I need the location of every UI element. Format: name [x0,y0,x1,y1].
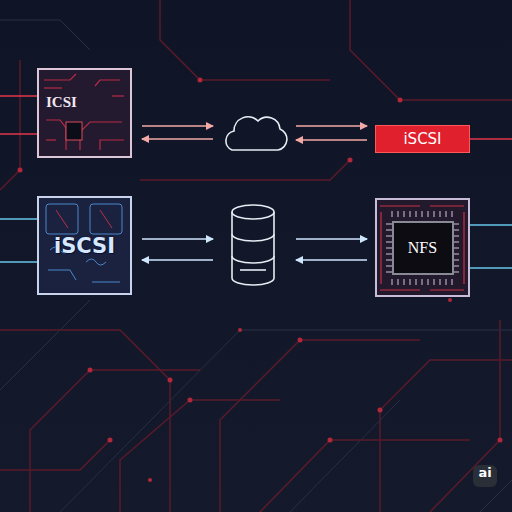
watermark: ai [473,465,497,487]
chip-box: iSCSI [37,196,132,295]
box-label: iSCSI [54,234,115,258]
cloud-icon [226,117,287,150]
box-label: ICSI [46,94,77,111]
protocol-box: iSCSI [375,125,470,153]
chip-label: NFS [392,221,454,275]
chip-box: NFS [375,198,470,297]
chip-box: ICSI [37,68,132,158]
database-icon [232,205,274,285]
box-label: iSCSI [403,130,441,148]
